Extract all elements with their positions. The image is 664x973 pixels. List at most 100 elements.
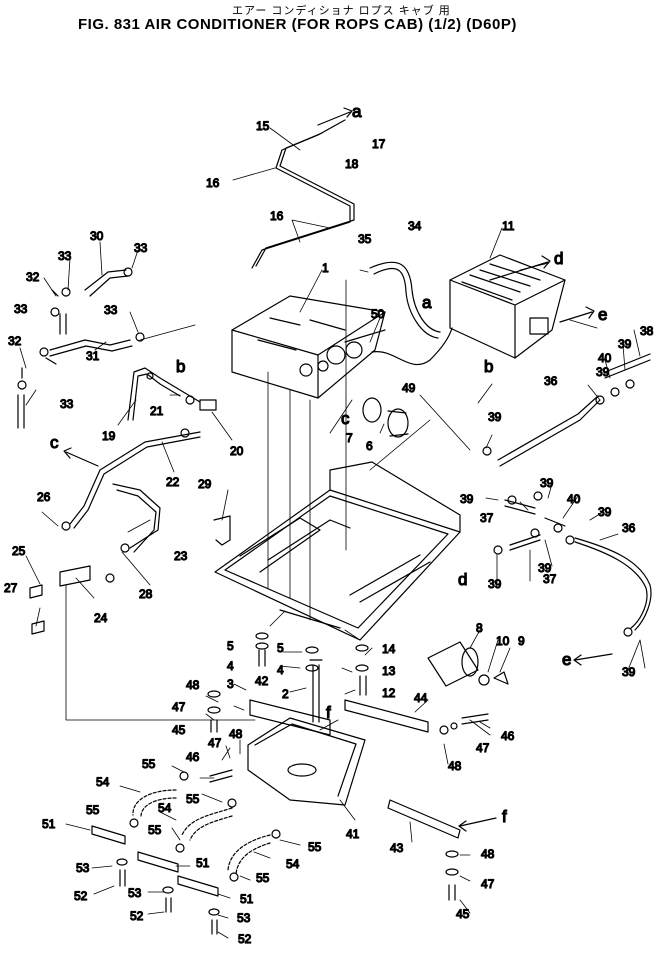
reference-letters: a a b b c c d d e e f f: [49, 101, 608, 826]
ref-c: c: [341, 409, 350, 428]
callout-52: 52: [74, 889, 88, 903]
callout-16: 16: [206, 176, 220, 190]
callout-22: 22: [166, 475, 180, 489]
callout-33: 33: [104, 303, 118, 317]
callout-6: 6: [366, 439, 373, 453]
callout-32: 32: [26, 270, 40, 284]
callout-4: 4: [227, 659, 234, 673]
seals-6-7: [362, 397, 409, 438]
callout-53: 53: [76, 861, 90, 875]
callout-39: 39: [488, 410, 502, 424]
callout-39: 39: [538, 561, 552, 575]
reference-arrows: [63, 107, 613, 832]
callout-51: 51: [42, 817, 56, 831]
callout-24: 24: [94, 611, 108, 625]
callout-46: 46: [186, 750, 200, 764]
drain-hoses: [129, 771, 281, 882]
callout-51: 51: [240, 892, 254, 906]
callout-9: 9: [518, 634, 525, 648]
callout-37: 37: [480, 511, 494, 525]
callout-30: 30: [90, 229, 104, 243]
callout-41: 41: [346, 827, 360, 841]
callout-32: 32: [8, 334, 22, 348]
brackets-51: [91, 825, 220, 935]
part-callouts: 1 2 3 4 4 5 5 6 7 8 9 10 11 12 13 14 15 …: [3, 118, 654, 946]
callout-54: 54: [158, 801, 172, 815]
callout-51: 51: [196, 856, 210, 870]
ref-b: b: [176, 357, 185, 376]
callout-3: 3: [227, 677, 234, 691]
callout-40: 40: [598, 351, 612, 365]
callout-16: 16: [270, 209, 284, 223]
callout-28: 28: [139, 587, 153, 601]
callout-5: 5: [227, 639, 234, 653]
callout-44: 44: [414, 691, 428, 705]
ref-a: a: [352, 102, 362, 121]
callout-36: 36: [544, 374, 558, 388]
callout-52: 52: [238, 932, 252, 946]
callout-12: 12: [382, 686, 396, 700]
hose-34: [369, 261, 441, 339]
callout-45: 45: [172, 723, 186, 737]
callout-20: 20: [230, 444, 244, 458]
callout-23: 23: [174, 549, 188, 563]
callout-53: 53: [237, 911, 251, 925]
callout-55: 55: [142, 757, 156, 771]
callout-15: 15: [256, 119, 270, 133]
callout-39: 39: [622, 665, 636, 679]
ref-e: e: [598, 305, 607, 324]
callout-33: 33: [134, 241, 148, 255]
ref-f: f: [326, 703, 331, 722]
callout-21: 21: [150, 404, 164, 418]
callout-27: 27: [4, 581, 18, 595]
callout-48: 48: [186, 678, 200, 692]
ref-a: a: [422, 293, 432, 312]
left-hoses: [17, 267, 145, 429]
callout-46: 46: [501, 729, 515, 743]
callout-52: 52: [130, 909, 144, 923]
callout-39: 39: [460, 492, 474, 506]
callout-53: 53: [128, 886, 142, 900]
base-pan: [214, 461, 461, 641]
hose-49: [371, 327, 453, 366]
pipe-15-16: [251, 119, 355, 269]
blower-unit-11: [449, 254, 566, 359]
callout-31: 31: [86, 349, 100, 363]
tube-36: [497, 395, 652, 631]
callout-5: 5: [277, 641, 284, 655]
callout-39: 39: [488, 577, 502, 591]
callout-14: 14: [382, 642, 396, 656]
callout-39: 39: [596, 365, 610, 379]
callout-49: 49: [402, 381, 416, 395]
callout-55: 55: [86, 803, 100, 817]
callout-26: 26: [37, 490, 51, 504]
callout-55: 55: [186, 792, 200, 806]
pipe-19: [127, 367, 217, 421]
callout-34: 34: [408, 219, 422, 233]
ac-unit-body: [231, 295, 386, 399]
ref-c: c: [50, 433, 59, 452]
bracket-24: [29, 515, 231, 635]
bolts-left: [207, 690, 233, 783]
callout-54: 54: [286, 857, 300, 871]
ref-d: d: [458, 570, 467, 589]
callout-47: 47: [476, 741, 490, 755]
callout-39: 39: [540, 476, 554, 490]
ref-f: f: [502, 807, 507, 826]
callout-33: 33: [60, 397, 74, 411]
callout-10: 10: [496, 634, 510, 648]
callout-43: 43: [390, 841, 404, 855]
ref-b: b: [484, 357, 493, 376]
leader-lines: [19, 127, 646, 939]
callout-39: 39: [618, 337, 632, 351]
callout-4: 4: [277, 663, 284, 677]
callout-29: 29: [198, 477, 212, 491]
callout-18: 18: [345, 157, 359, 171]
guide-lines: [65, 279, 471, 721]
callout-55: 55: [148, 823, 162, 837]
callout-8: 8: [476, 621, 483, 635]
callout-1: 1: [322, 261, 329, 275]
callout-7: 7: [346, 431, 353, 445]
callout-37: 37: [543, 572, 557, 586]
callout-48: 48: [229, 727, 243, 741]
